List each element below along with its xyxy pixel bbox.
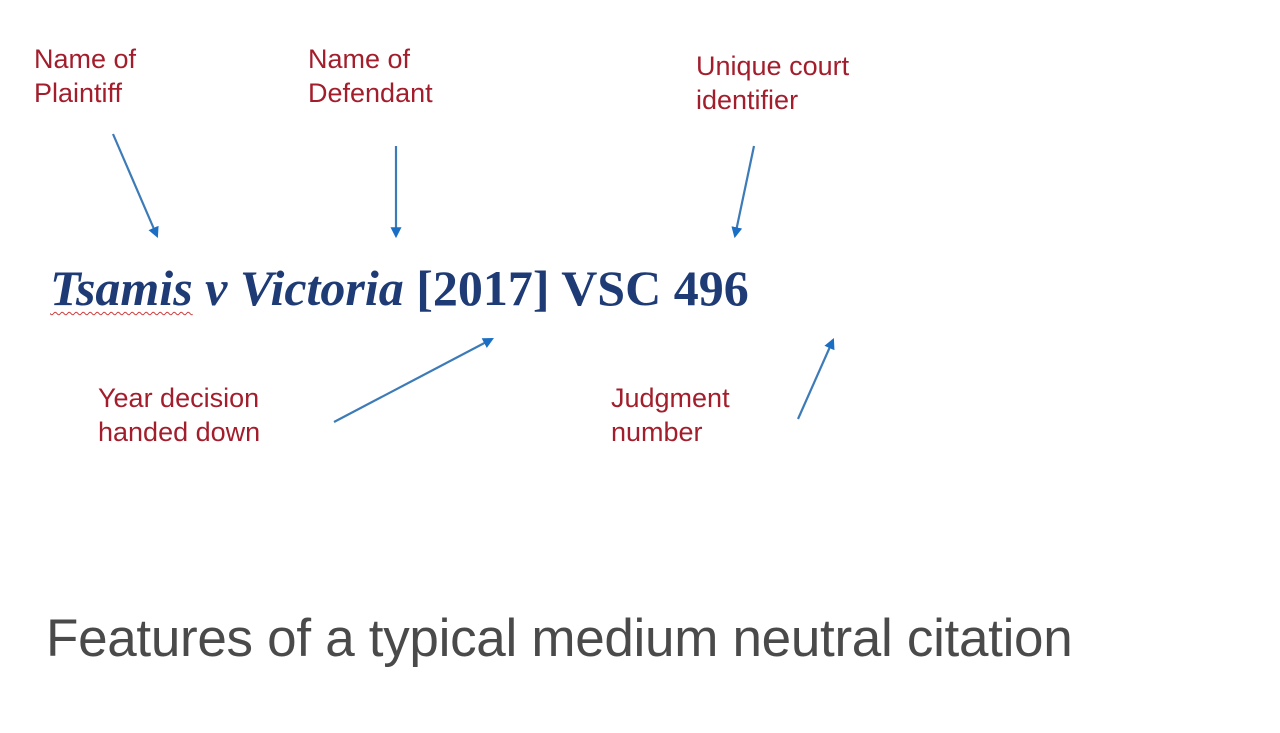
citation-number: 496 xyxy=(661,260,749,316)
arrow-icon-court xyxy=(731,145,756,239)
label-line: number xyxy=(611,417,703,447)
label-name-of-plaintiff: Name of Plaintiff xyxy=(34,42,136,110)
label-judgment-number: Judgment number xyxy=(611,381,730,449)
label-line: Year decision xyxy=(98,383,260,413)
label-line: Name of xyxy=(308,44,411,74)
citation-court: VSC xyxy=(549,260,662,316)
label-line: identifier xyxy=(696,85,799,115)
label-line: Unique court xyxy=(696,51,850,81)
label-unique-court-identifier: Unique court identifier xyxy=(696,49,849,117)
label-line: handed down xyxy=(98,417,261,447)
citation-plaintiff: Tsamis xyxy=(50,260,193,316)
arrow-icon-year xyxy=(333,337,494,423)
label-year-decision-handed-down: Year decision handed down xyxy=(98,381,260,449)
label-name-of-defendant: Name of Defendant xyxy=(308,42,433,110)
label-line: Name of xyxy=(34,44,137,74)
label-line: Judgment xyxy=(611,383,730,413)
label-line: Plaintiff xyxy=(34,78,123,108)
citation-year: [2017] xyxy=(403,260,550,316)
arrow-icon-judgment xyxy=(796,337,835,420)
citation-example: Tsamis v Victoria [2017] VSC 496 xyxy=(50,256,749,320)
label-line: Defendant xyxy=(308,78,433,108)
citation-defendant: Victoria xyxy=(239,260,404,316)
arrow-icon-plaintiff xyxy=(111,133,159,239)
diagram-caption: Features of a typical medium neutral cit… xyxy=(46,609,1073,668)
citation-versus: v xyxy=(192,260,240,316)
